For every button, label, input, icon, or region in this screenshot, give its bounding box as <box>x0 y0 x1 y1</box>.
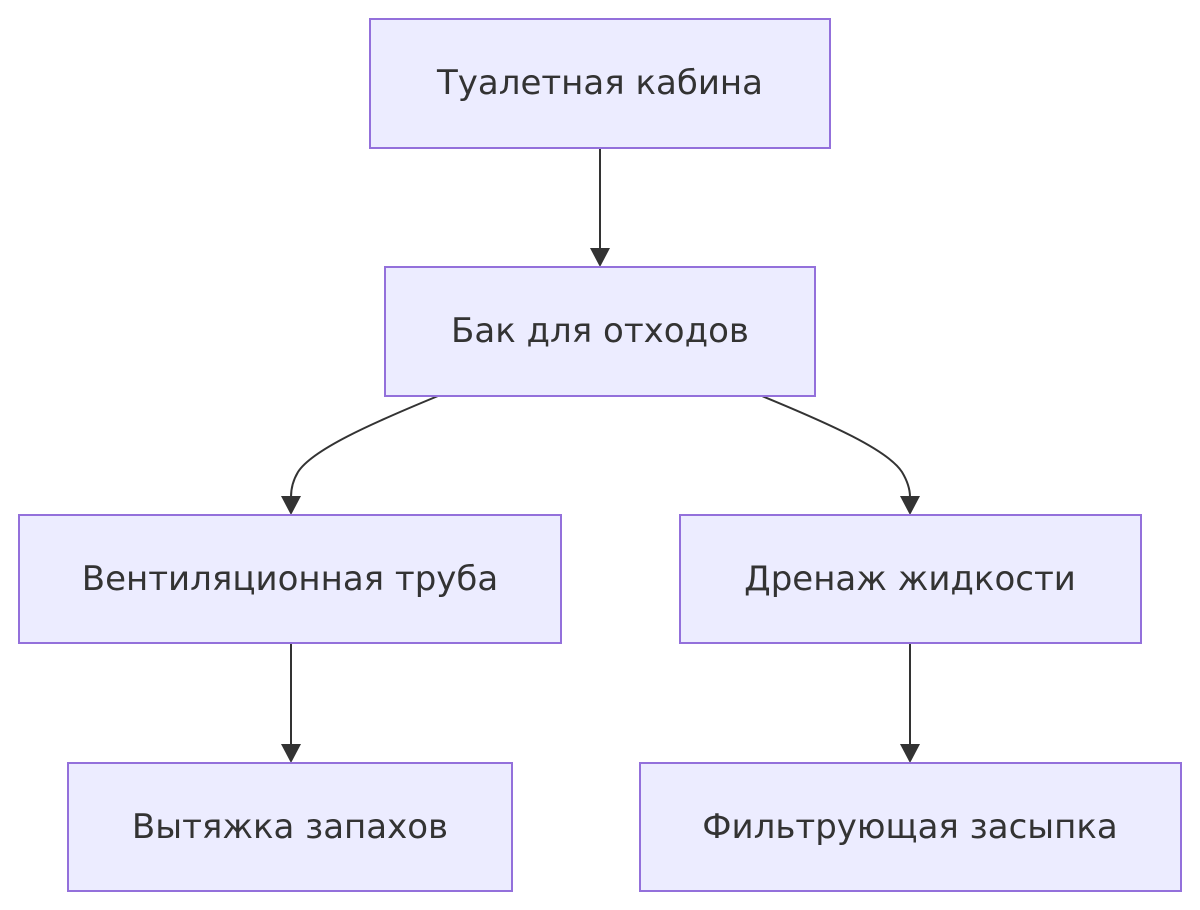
node-box <box>384 266 816 397</box>
arrowhead <box>900 744 920 763</box>
node-label: Фильтрующая засыпка <box>702 807 1117 847</box>
node-label: Вытяжка запахов <box>132 807 448 847</box>
node-waste-tank: Бак для отходов <box>384 266 816 397</box>
node-toilet-cabin: Туалетная кабина <box>369 18 831 149</box>
arrowhead <box>900 496 920 515</box>
arrowhead <box>281 496 301 515</box>
edge-toilet-tank <box>590 148 610 267</box>
edge-tank-vent <box>281 395 439 515</box>
edge-vent-exhaust <box>281 643 301 763</box>
node-box <box>67 762 513 892</box>
edge-drain-filter <box>900 643 920 763</box>
node-box <box>369 18 831 149</box>
node-vent-pipe: Вентиляционная труба <box>18 514 562 644</box>
arrowhead <box>281 744 301 763</box>
node-box <box>639 762 1182 892</box>
node-box <box>679 514 1142 644</box>
edges <box>281 148 920 763</box>
node-label: Вентиляционная труба <box>82 559 498 599</box>
node-label: Бак для отходов <box>451 311 749 351</box>
node-odor-exhaust: Вытяжка запахов <box>67 762 513 892</box>
node-label: Туалетная кабина <box>436 63 763 103</box>
node-box <box>18 514 562 644</box>
arrowhead <box>590 248 610 267</box>
node-label: Дренаж жидкости <box>744 559 1076 599</box>
node-filter-fill: Фильтрующая засыпка <box>639 762 1182 892</box>
node-liquid-drain: Дренаж жидкости <box>679 514 1142 644</box>
edge-tank-drain <box>761 395 920 515</box>
